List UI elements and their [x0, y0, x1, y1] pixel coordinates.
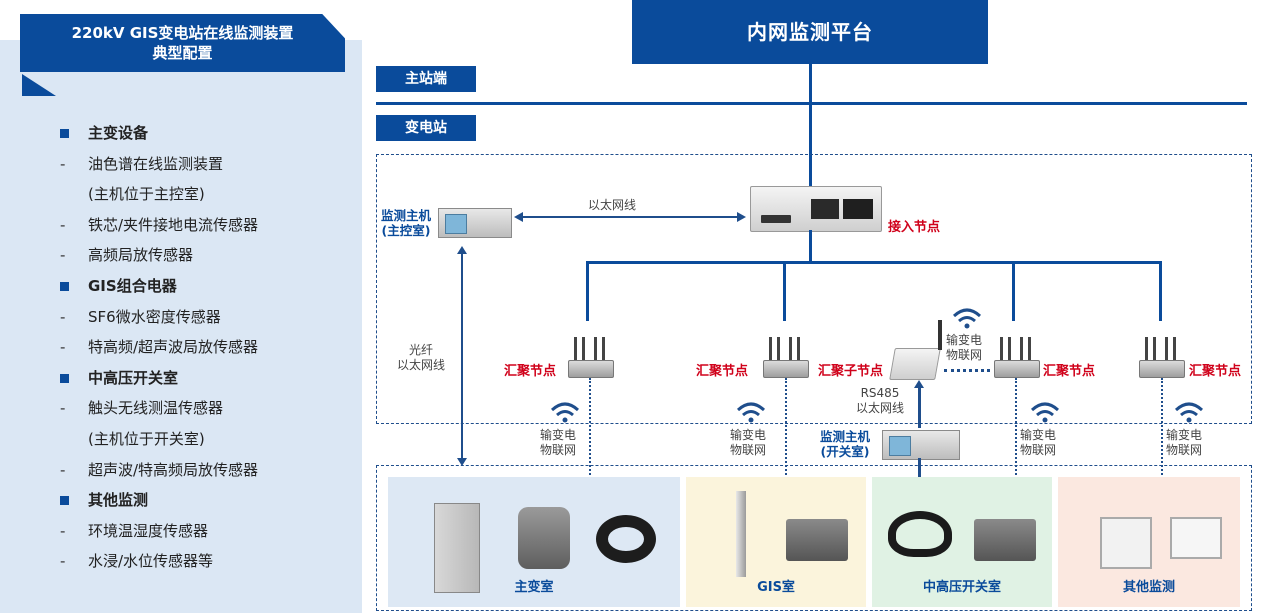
list-item: -SF6微水密度传感器	[60, 307, 221, 326]
wireless-dotted-link	[1015, 378, 1017, 486]
platform-uplink-line	[809, 64, 812, 214]
access-node-label: 接入节点	[888, 220, 941, 235]
aggregation-node-label: 汇聚节点	[1189, 364, 1242, 379]
wireless-dotted-link	[589, 378, 591, 486]
list-item: -铁芯/夹件接地电流传感器	[60, 215, 259, 234]
list-item-note: (主机位于开关室)	[88, 429, 205, 448]
list-category: 主变设备	[58, 118, 358, 149]
monitor-host-main-label: 监测主机 (主控室)	[381, 208, 432, 238]
room-label: GIS室	[757, 580, 795, 595]
room-label: 主变室	[514, 580, 554, 595]
monitor-host-switch-label: 监测主机 (开关室)	[820, 429, 871, 459]
temp-sensor-device	[888, 511, 952, 557]
sf6-sensor-device	[786, 519, 848, 561]
aggregation-node-router	[994, 320, 1040, 378]
arrow-left-icon	[514, 212, 523, 222]
cabinet-device	[434, 503, 480, 593]
access-downlink-line	[809, 230, 812, 262]
aggregation-node-label: 汇聚节点	[1043, 364, 1096, 379]
square-bullet-icon	[60, 281, 69, 291]
aggregation-node-label: 汇聚节点	[696, 364, 749, 379]
distribution-bus-line	[586, 261, 1162, 264]
ethernet-label: 以太网线	[588, 198, 637, 212]
title-corner-decoration	[22, 74, 56, 96]
room-other: 其他监测	[1058, 477, 1240, 607]
wifi-icon	[1174, 402, 1204, 423]
fiber-link-line	[461, 252, 463, 460]
arrow-up-icon	[457, 246, 467, 254]
title-line-1: 220kV GIS变电站在线监测装置	[71, 24, 294, 42]
switch-host-link-line	[918, 458, 921, 488]
antenna-icon	[938, 320, 942, 350]
sub-aggregation-node-device	[889, 348, 941, 380]
arrow-up-icon	[914, 380, 924, 388]
iot-label: 输变电物联网	[1020, 428, 1057, 457]
uhf-sensor-device	[736, 491, 746, 577]
arrow-down-icon	[457, 458, 467, 466]
substation-network-box	[376, 154, 1252, 424]
platform-box: 内网监测平台	[632, 0, 988, 64]
list-item-note: (主机位于主控室)	[88, 185, 205, 204]
square-bullet-icon	[60, 373, 69, 383]
wireless-dotted-link	[785, 378, 787, 486]
hf-sensor-ring	[596, 515, 656, 563]
title-line-2: 典型配置	[152, 44, 213, 62]
list-item: -环境温湿度传感器	[60, 521, 209, 540]
square-bullet-icon	[60, 496, 69, 506]
water-sensor-device	[1170, 517, 1222, 559]
room-label: 中高压开关室	[922, 580, 1001, 595]
aggregation-node-router	[763, 320, 809, 378]
branch-line	[783, 261, 786, 321]
wifi-icon	[1030, 402, 1060, 423]
sub-aggregation-node-label: 汇聚子节点	[818, 364, 884, 379]
room-main-transformer: 主变室	[388, 477, 680, 607]
list-item: -油色谱在线监测装置	[60, 154, 224, 173]
master-station-label: 主站端	[376, 66, 476, 92]
ultrasonic-sensor-device	[974, 519, 1036, 561]
access-node-server	[750, 186, 882, 232]
list-item: -水浸/水位传感器等	[60, 552, 214, 571]
room-label: 其他监测	[1122, 580, 1175, 595]
equipment-list: 主变设备 -油色谱在线监测装置 (主机位于主控室) -铁芯/夹件接地电流传感器 …	[58, 118, 358, 577]
branch-line	[1159, 261, 1162, 321]
current-sensor-device	[518, 507, 570, 569]
rooms-box	[376, 465, 1252, 611]
aggregation-node-router	[1139, 320, 1185, 378]
ethernet-link-line	[522, 216, 738, 218]
wireless-dotted-link	[944, 369, 990, 372]
rs485-link-line	[918, 386, 921, 428]
aggregation-node-label: 汇聚节点	[504, 364, 557, 379]
iot-label: 输变电物联网	[730, 428, 767, 457]
wireless-dotted-link	[1161, 378, 1163, 486]
aggregation-node-router	[568, 320, 614, 378]
wifi-icon	[952, 308, 982, 329]
network-divider-line	[376, 102, 1247, 105]
branch-line	[1012, 261, 1015, 321]
list-category: 中高压开关室	[58, 363, 358, 394]
substation-label: 变电站	[376, 115, 476, 141]
wifi-icon	[550, 402, 580, 423]
wifi-icon	[736, 402, 766, 423]
monitor-host-switch-device	[882, 430, 960, 460]
iot-label: 输变电 物联网	[946, 333, 983, 362]
list-category: 其他监测	[58, 485, 358, 516]
list-category: GIS组合电器	[58, 271, 358, 302]
list-item: -超声波/特高频局放传感器	[60, 460, 259, 479]
list-item: -特高频/超声波局放传感器	[60, 338, 259, 357]
square-bullet-icon	[60, 129, 69, 138]
iot-label: 输变电物联网	[1166, 428, 1203, 457]
branch-line	[586, 261, 589, 321]
rs485-label: RS485 以太网线	[856, 386, 905, 415]
list-item: -触头无线测温传感器	[60, 399, 224, 418]
iot-label: 输变电物联网	[540, 428, 577, 457]
arrow-right-icon	[737, 212, 746, 222]
list-item: -高频局放传感器	[60, 246, 194, 265]
humidity-sensor-device	[1100, 517, 1152, 569]
room-gis: GIS室	[686, 477, 866, 607]
monitor-host-main-device	[438, 208, 512, 238]
fiber-label: 光纤 以太网线	[396, 343, 445, 372]
room-switchgear: 中高压开关室	[872, 477, 1052, 607]
left-panel-title: 220kV GIS变电站在线监测装置 典型配置	[20, 14, 345, 72]
